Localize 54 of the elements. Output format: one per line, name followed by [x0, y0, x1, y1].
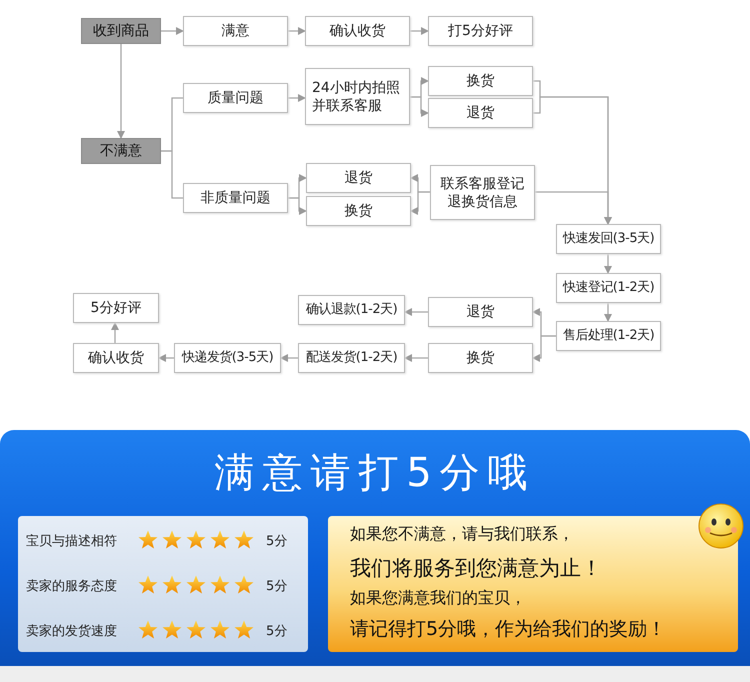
process-box: 打5分好评 [428, 16, 533, 46]
process-box: 满意 [183, 16, 288, 46]
arrow [111, 322, 119, 343]
process-box: 换货 [428, 66, 533, 96]
process-box: 24小时内拍照并联系客服 [305, 68, 410, 125]
status-box: 收到商品 [81, 18, 161, 44]
arrow [404, 354, 428, 362]
process-box: 快速登记(1-2天) [556, 273, 661, 303]
rating-panel [18, 516, 308, 652]
arrow [532, 335, 556, 362]
rating-label: 宝贝与描述相符 [26, 533, 117, 550]
process-box: 非质量问题 [183, 183, 288, 213]
rating-label: 卖家的服务态度 [26, 578, 117, 595]
arrow [161, 27, 184, 35]
arrow [604, 254, 612, 274]
status-box: 不满意 [81, 138, 161, 164]
arrow [404, 308, 428, 316]
process-box: 快速发回(3-5天) [556, 224, 661, 254]
arrow [535, 191, 612, 225]
process-box: 配送发货(1-2天) [298, 343, 405, 373]
process-box: 5分好评 [73, 293, 159, 323]
process-box: 退货 [306, 163, 411, 193]
process-box: 确认收货 [305, 16, 410, 46]
process-box: 确认退款(1-2天) [298, 295, 405, 325]
process-box: 退货 [428, 98, 533, 128]
arrow [288, 197, 307, 215]
score-text: 5分 [266, 533, 288, 550]
process-box: 退货 [428, 297, 533, 327]
message-text: 如果您满意我们的宝贝， [350, 588, 526, 609]
arrow [158, 354, 174, 362]
process-box: 质量问题 [183, 83, 288, 113]
arrow [288, 94, 306, 102]
process-box: 换货 [428, 343, 533, 373]
message-text: 如果您不满意，请与我们联系， [350, 524, 574, 545]
process-box: 联系客服登记退换货信息 [430, 165, 535, 220]
arrow [280, 354, 298, 362]
score-text: 5分 [266, 578, 288, 595]
process-box: 换货 [306, 196, 411, 226]
message-text: 请记得打5分哦，作为给我们的奖励！ [350, 617, 666, 642]
banner-title: 满意请打5分哦 [213, 449, 537, 498]
message-text: 我们将服务到您满意为止！ [350, 555, 602, 582]
rating-label: 卖家的发货速度 [26, 623, 117, 640]
process-box: 确认收货 [73, 343, 159, 373]
arrow [410, 96, 429, 117]
score-text: 5分 [266, 623, 288, 640]
arrow [288, 27, 306, 35]
arrow [410, 27, 429, 35]
arrow [117, 44, 125, 139]
arrow [410, 191, 430, 215]
arrow [604, 303, 612, 322]
message-panel [328, 516, 738, 652]
process-box: 售后处理(1-2天) [556, 321, 661, 351]
connector-line [161, 150, 183, 199]
process-box: 快递发货(3-5天) [174, 343, 281, 373]
